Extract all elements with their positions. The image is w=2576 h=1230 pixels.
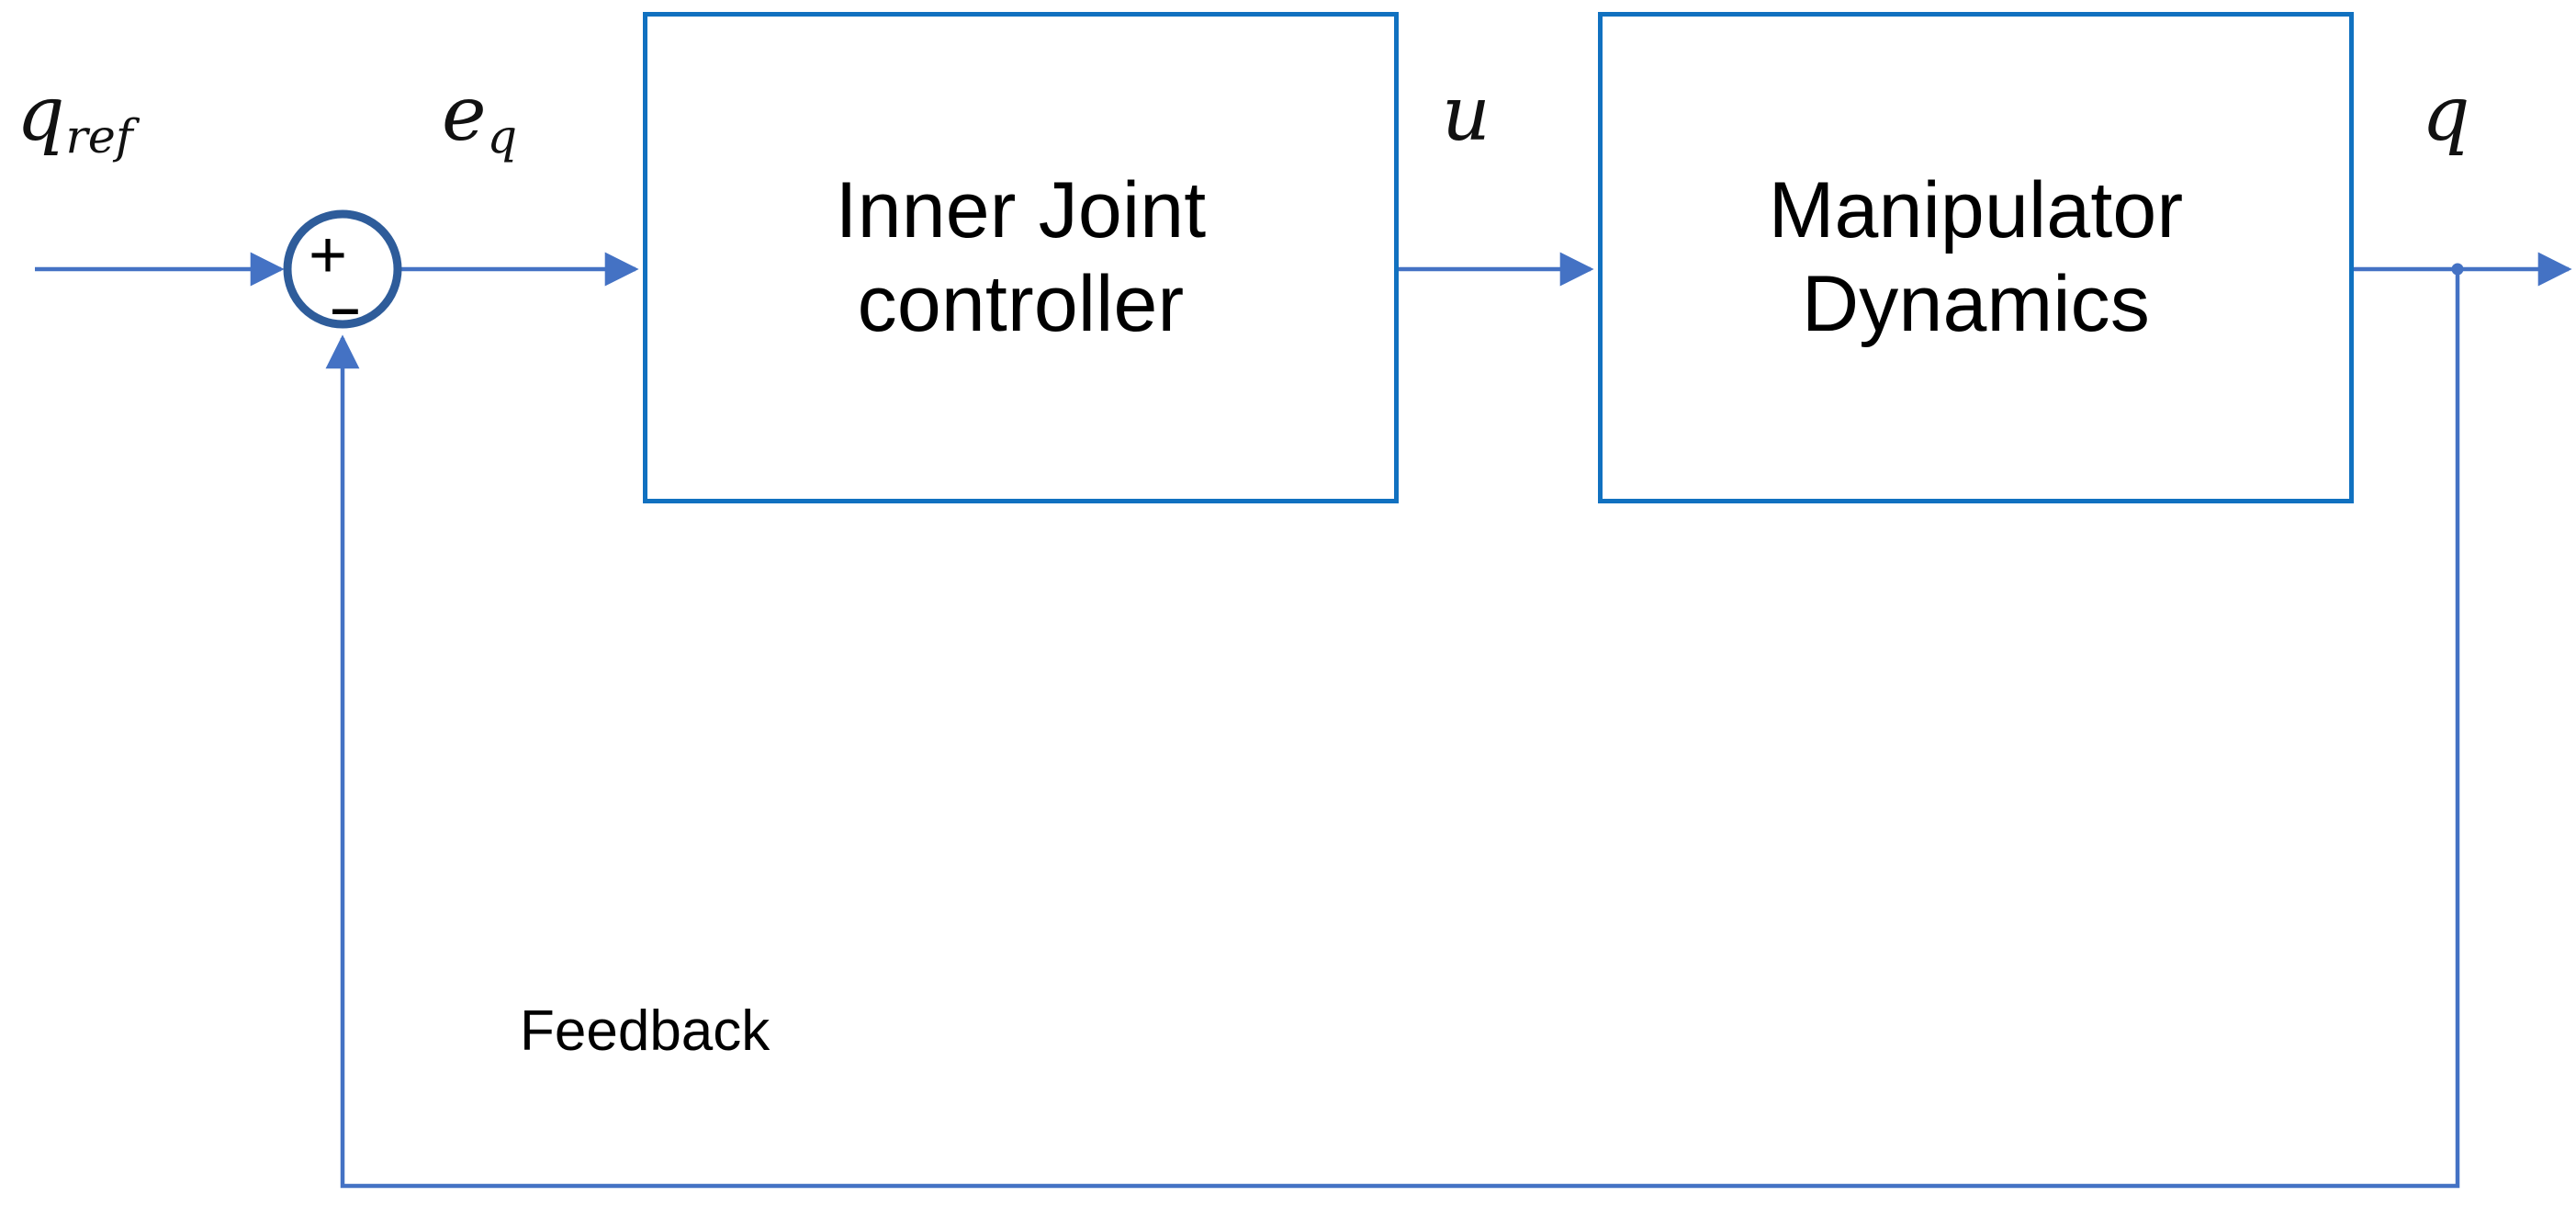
signal-base-control: u	[1442, 71, 1490, 158]
signal-base-reference: q	[17, 71, 65, 158]
block-manipulator-dynamics-line1: Manipulator	[1768, 166, 2184, 255]
output-junction-dot	[2451, 263, 2464, 276]
feedback-path-label: Feedback	[520, 999, 771, 1063]
block-manipulator-dynamics-label: Manipulator Dynamics	[1769, 164, 2184, 351]
summing-junction-circle[interactable]	[283, 209, 402, 329]
summing-junction-plus-sign: +	[308, 219, 348, 292]
block-inner-joint-controller-line1: Inner Joint	[835, 166, 1207, 255]
block-manipulator-dynamics-line2: Dynamics	[1801, 259, 2151, 348]
block-inner-joint-controller-label: Inner Joint controller	[836, 164, 1207, 351]
wire-feedback-path	[325, 269, 2460, 1189]
signal-label-control: u	[1442, 77, 1490, 152]
signal-base-error: e	[442, 71, 487, 158]
signal-subscript-error: q	[487, 109, 518, 164]
signal-label-reference: qref	[17, 77, 133, 161]
summing-junction-minus-sign: –	[331, 278, 360, 336]
block-manipulator-dynamics[interactable]: Manipulator Dynamics	[1598, 12, 2354, 503]
block-inner-joint-controller[interactable]: Inner Joint controller	[643, 12, 1399, 503]
signal-label-output: q	[2422, 77, 2470, 152]
signal-base-output: q	[2422, 71, 2470, 158]
signal-subscript-reference: ref	[65, 109, 133, 164]
signal-label-error: eq	[442, 77, 517, 161]
block-inner-joint-controller-line2: controller	[857, 259, 1185, 348]
